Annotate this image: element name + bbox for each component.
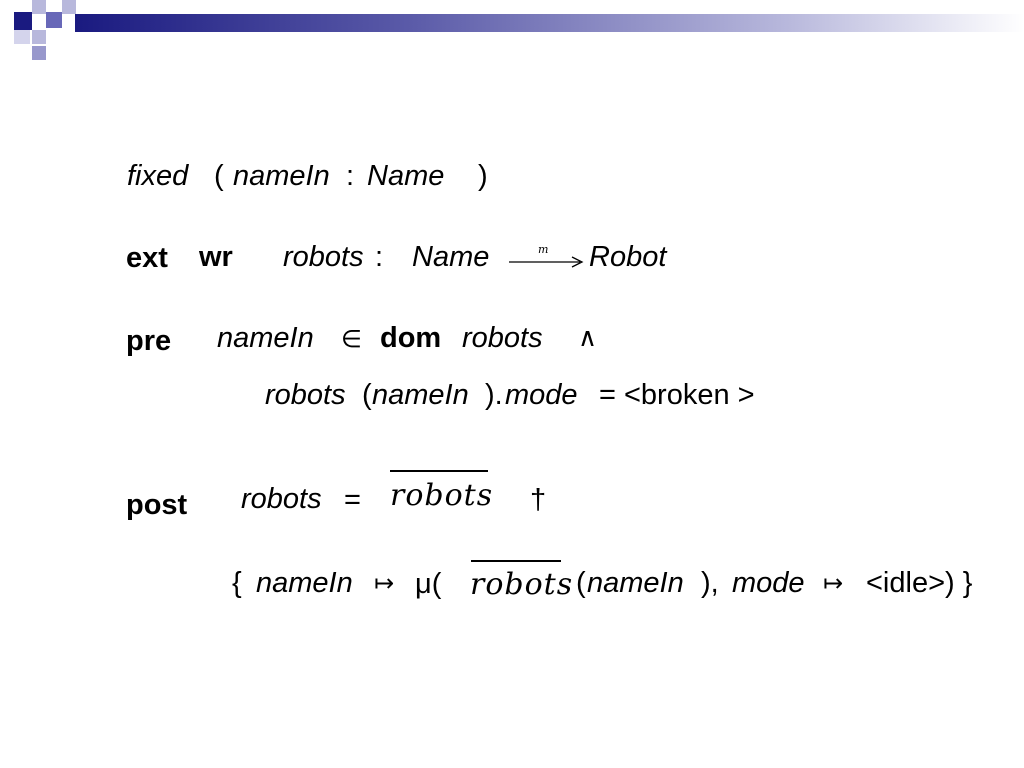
pre-keyword: pre <box>126 325 172 357</box>
map-range-type: Robot <box>589 241 667 273</box>
pre-robots: robots <box>462 322 543 354</box>
maps-to-symbol: ↦ <box>823 569 844 597</box>
old-value-overline <box>390 470 488 472</box>
old-robots: robots <box>470 567 574 602</box>
post-lhs: robots <box>241 483 322 515</box>
broken-value: = <broken > <box>599 379 755 411</box>
open-paren: ( <box>576 567 586 599</box>
pre2-robots: robots <box>265 379 346 411</box>
header-decoration <box>0 0 1024 70</box>
close-paren: ) <box>478 160 488 192</box>
equals: = <box>344 484 361 516</box>
idle-value: <idle>) } <box>866 567 973 599</box>
lookup-arg: nameIn <box>587 567 684 599</box>
decor-square <box>32 46 46 60</box>
mu-open: μ( <box>415 568 442 600</box>
open-brace: { <box>232 567 242 599</box>
field-mode: mode <box>505 379 578 411</box>
maps-to-symbol: ↦ <box>374 569 395 597</box>
close-paren-dot: ). <box>485 379 503 411</box>
old-robots: robots <box>390 478 494 513</box>
finite-map-arrow-icon <box>509 256 584 268</box>
open-paren: ( <box>362 379 372 411</box>
header-gradient-band <box>75 14 1024 32</box>
close-paren-comma: ), <box>701 567 719 599</box>
ext-keyword: ext <box>126 242 168 274</box>
and-symbol: ∧ <box>578 323 598 353</box>
decor-square <box>14 30 30 44</box>
decor-square <box>14 12 32 30</box>
dom-keyword: dom <box>380 322 442 354</box>
field-mode: mode <box>732 567 805 599</box>
map-domain-type: Name <box>412 241 490 273</box>
param-type: Name <box>367 160 445 192</box>
param-name: nameIn <box>233 160 330 192</box>
map-label: m <box>538 243 549 256</box>
pre2-arg: nameIn <box>372 379 469 411</box>
decor-square <box>46 12 62 28</box>
colon: : <box>346 160 355 192</box>
state-variable: robots <box>283 241 364 273</box>
colon: : <box>375 241 384 273</box>
decor-square <box>32 0 46 14</box>
element-of-symbol: ∈ <box>341 325 362 353</box>
open-paren: ( <box>214 160 224 192</box>
post-keyword: post <box>126 489 188 521</box>
old-value-overline <box>471 560 561 562</box>
pre-lhs: nameIn <box>217 322 314 354</box>
wr-keyword: wr <box>199 241 233 273</box>
override-symbol: † <box>530 484 547 516</box>
map-key: nameIn <box>256 567 353 599</box>
decor-square <box>32 30 46 44</box>
decor-square <box>62 0 76 14</box>
operation-name: fixed <box>127 160 189 192</box>
